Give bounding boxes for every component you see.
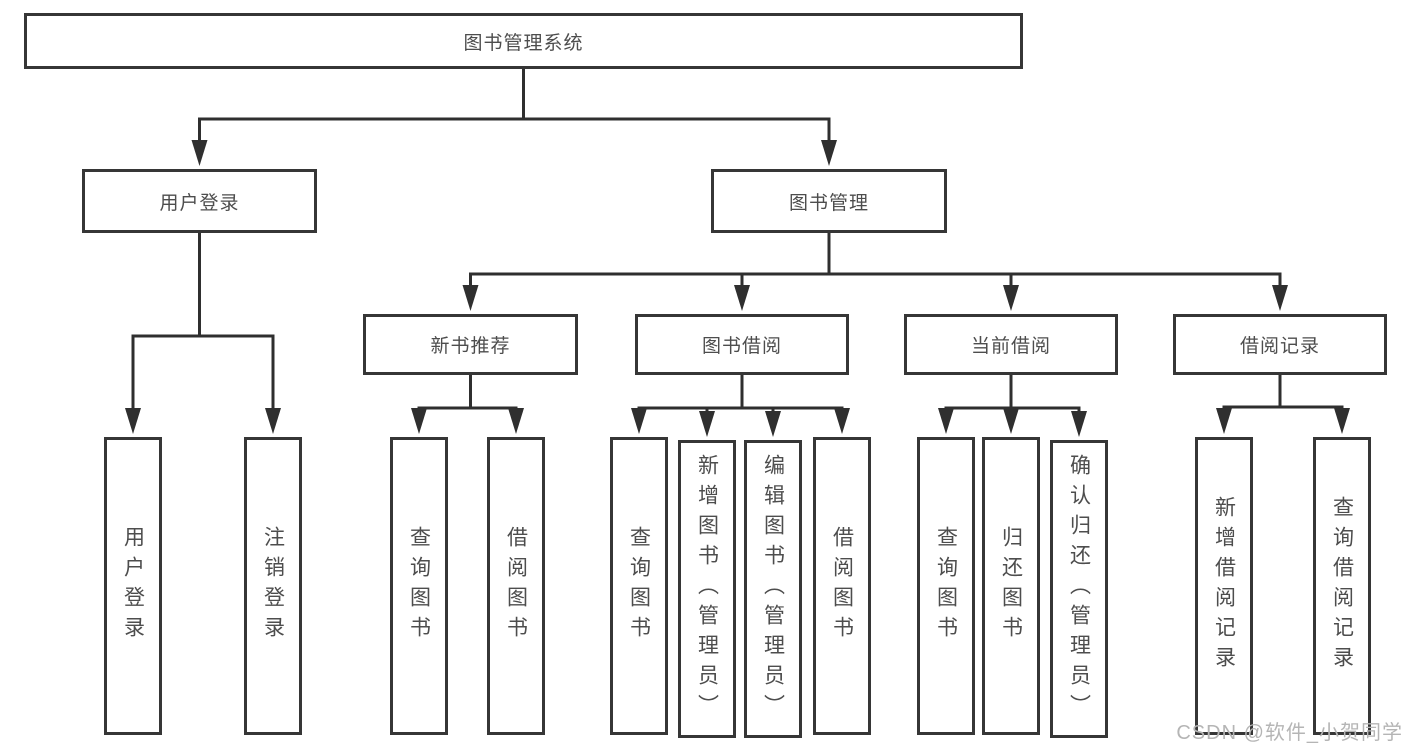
node-leaf-query-book-new: 查询图书: [390, 437, 448, 735]
node-label-book-borrow: 图书借阅: [701, 336, 782, 357]
node-label-leaf-query-book-borrow: 查询图书: [627, 526, 651, 646]
node-label-leaf-borrow-book-new: 借阅图书: [504, 526, 528, 646]
node-label-leaf-edit-book: 编辑图书（管理员）: [761, 454, 785, 724]
node-label-leaf-add-borrow-record: 新增借阅记录: [1212, 496, 1236, 676]
node-user-login: 用户登录: [82, 169, 317, 233]
node-label-new-book-rec: 新书推荐: [430, 336, 511, 357]
node-book-borrow: 图书借阅: [635, 314, 849, 375]
node-label-leaf-logout: 注销登录: [261, 526, 285, 646]
node-leaf-query-book-borrow: 查询图书: [610, 437, 668, 735]
node-leaf-add-book: 新增图书（管理员）: [678, 440, 736, 738]
node-book-mgmt: 图书管理: [711, 169, 947, 233]
node-label-leaf-confirm-return: 确认归还（管理员）: [1067, 454, 1091, 724]
node-leaf-edit-book: 编辑图书（管理员）: [744, 440, 802, 738]
node-leaf-confirm-return: 确认归还（管理员）: [1050, 440, 1108, 738]
node-label-leaf-add-book: 新增图书（管理员）: [695, 454, 719, 724]
node-leaf-return-book: 归还图书: [982, 437, 1040, 735]
node-label-borrow-records: 借阅记录: [1239, 336, 1320, 357]
node-leaf-add-borrow-record: 新增借阅记录: [1195, 437, 1253, 735]
node-leaf-query-book-current: 查询图书: [917, 437, 975, 735]
node-leaf-borrow-book-borrow: 借阅图书: [813, 437, 871, 735]
node-label-leaf-query-borrow-record: 查询借阅记录: [1330, 496, 1354, 676]
node-leaf-query-borrow-record: 查询借阅记录: [1313, 437, 1371, 735]
node-leaf-borrow-book-new: 借阅图书: [487, 437, 545, 735]
node-root: 图书管理系统: [24, 13, 1023, 69]
node-leaf-logout: 注销登录: [244, 437, 302, 735]
node-label-leaf-return-book: 归还图书: [999, 526, 1023, 646]
node-label-leaf-user-login: 用户登录: [121, 526, 145, 646]
node-label-book-mgmt: 图书管理: [788, 192, 869, 214]
node-label-current-borrow: 当前借阅: [970, 336, 1051, 357]
node-borrow-records: 借阅记录: [1173, 314, 1387, 375]
node-current-borrow: 当前借阅: [904, 314, 1118, 375]
node-new-book-rec: 新书推荐: [363, 314, 578, 375]
watermark-text: CSDN @软件_小贺同学: [1176, 722, 1403, 744]
node-label-root: 图书管理系统: [463, 32, 584, 54]
node-label-leaf-query-book-current: 查询图书: [934, 526, 958, 646]
node-label-leaf-query-book-new: 查询图书: [407, 526, 431, 646]
node-label-user-login: 用户登录: [159, 192, 240, 214]
node-leaf-user-login: 用户登录: [104, 437, 162, 735]
node-label-leaf-borrow-book-borrow: 借阅图书: [830, 526, 854, 646]
